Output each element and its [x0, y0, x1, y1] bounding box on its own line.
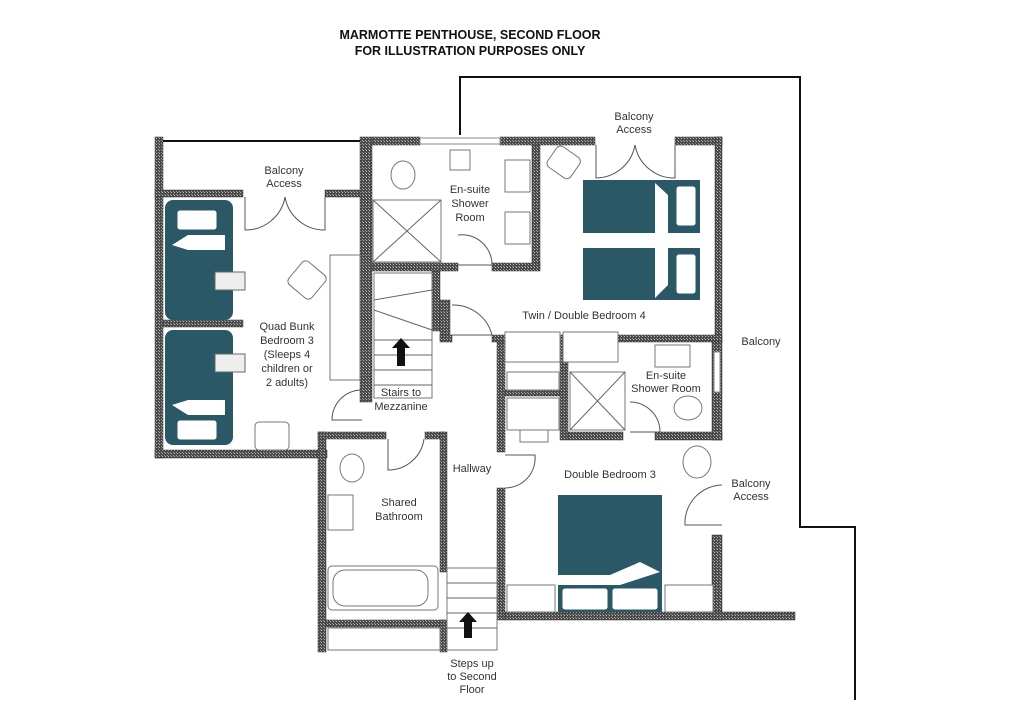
plan-subtitle: FOR ILLUSTRATION PURPOSES ONLY: [355, 44, 586, 58]
sink-2: [504, 211, 531, 245]
label-steps-3: Floor: [459, 684, 484, 696]
twin-bed-2: [583, 248, 700, 300]
balcony-outline: [459, 76, 856, 700]
armchair-2: [682, 445, 712, 479]
label-quad-bunk: Quad Bunk: [259, 321, 315, 333]
plan-title: MARMOTTE PENTHOUSE, SECOND FLOOR: [339, 28, 600, 42]
label-quad-bunk-5: 2 adults): [266, 377, 308, 389]
wardrobe-twin-2: [562, 331, 619, 363]
label-stairs: Stairs to: [381, 387, 421, 399]
label-ensuite-small: En-suite: [646, 370, 686, 382]
bunk-bed-top: [165, 200, 246, 320]
label-quad-bunk-3: (Sleeps 4: [264, 349, 310, 361]
bunk-room-door: [331, 389, 363, 421]
nightstand-left: [506, 584, 556, 613]
balcony-door-right: [684, 484, 723, 526]
label-balcony-access-top: Balcony: [614, 111, 654, 123]
label-double-bedroom: Double Bedroom 3: [564, 469, 656, 481]
sink-small: [654, 344, 691, 368]
wardrobe: [329, 254, 361, 381]
bedroom3-door: [504, 454, 536, 489]
label-balcony-access-right: Balcony: [731, 478, 771, 490]
ensuite-small-door: [629, 401, 661, 433]
label-balcony-access-left: Balcony: [264, 165, 304, 177]
desk-chair: [287, 260, 327, 300]
balcony-door-left: [244, 196, 326, 231]
room-labels: Balcony Access Quad Bunk Bedroom 3 (Slee…: [259, 111, 781, 696]
arrow-up-icon: [459, 612, 477, 638]
basin-stand: [449, 149, 471, 171]
label-quad-bunk-4: children or: [261, 363, 313, 375]
balcony-door-top: [595, 144, 676, 179]
sink-1: [504, 159, 531, 193]
label-quad-bunk-2: Bedroom 3: [260, 335, 314, 347]
wardrobe-twin-1: [504, 331, 561, 363]
label-ensuite-top-2: Shower: [451, 198, 489, 210]
toilet: [390, 160, 416, 190]
label-balcony-access-right-2: Access: [733, 491, 769, 503]
cupboard-1: [506, 371, 560, 391]
toilet-small: [673, 395, 703, 421]
label-shared-bathroom-2: Bathroom: [375, 511, 423, 523]
label-steps: Steps up: [450, 658, 493, 670]
arrow-up-icon: [392, 338, 410, 366]
desk-chair-2: [519, 429, 549, 443]
walls: [154, 136, 796, 653]
label-balcony-access-left-2: Access: [266, 178, 302, 190]
label-balcony: Balcony: [741, 336, 781, 348]
bunk-bed-bottom: [165, 330, 246, 445]
chair: [254, 421, 290, 451]
hallway-door: [451, 304, 493, 336]
label-hallway: Hallway: [453, 463, 492, 475]
window-ensuite: [419, 137, 501, 145]
label-shared-bathroom: Shared: [381, 497, 416, 509]
ensuite-door: [457, 234, 493, 266]
label-balcony-access-top-2: Access: [616, 124, 652, 136]
steps-up: [446, 567, 498, 651]
bathroom-door: [387, 438, 425, 471]
stairs-mezzanine: [373, 272, 433, 399]
sink-bathroom: [327, 494, 354, 531]
label-ensuite-small-2: Shower Room: [631, 383, 701, 395]
bathroom-cupboard: [327, 627, 441, 651]
twin-bed-1: [583, 180, 700, 233]
label-ensuite-top-3: Room: [455, 212, 484, 224]
window-ensuite-small: [713, 351, 721, 393]
toilet-bathroom: [339, 453, 365, 483]
desk: [506, 397, 560, 431]
nightstand-right: [664, 584, 714, 613]
double-bed: [558, 495, 662, 612]
bath-inner: [332, 569, 429, 607]
label-stairs-2: Mezzanine: [374, 401, 427, 413]
label-twin-double: Twin / Double Bedroom 4: [522, 310, 646, 322]
label-steps-2: to Second: [447, 671, 497, 683]
label-ensuite-top: En-suite: [450, 184, 490, 196]
armchair: [546, 145, 581, 180]
